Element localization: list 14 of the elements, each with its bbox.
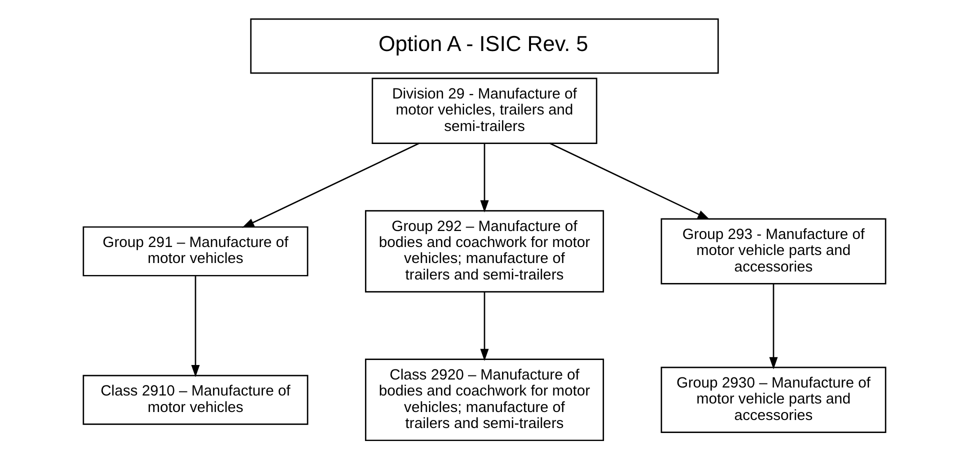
node-box: Group 292 – Manufacture of bodies and coachwork for motor vehicles; manufacture of trailers and semi-trailers (364, 210, 604, 292)
node-box: Group 291 – Manufacture of motor vehicles (82, 226, 308, 276)
arrow (548, 142, 710, 220)
arrow (480, 292, 488, 362)
arrow (241, 142, 420, 228)
arrow (768, 284, 778, 370)
node-box: Division 29 - Manufacture of motor vehicles, trailers and semi-trailers (371, 78, 597, 144)
node-box: Group 293 - Manufacture of motor vehicle parts and accessories (660, 218, 886, 284)
node-box: Class 2920 – Manufacture of bodies and coachwork for motor vehicles; manufacture of trailers and semi-trailers (364, 358, 604, 442)
diagram-title: Option A - ISIC Rev. 5 (378, 31, 588, 56)
node-box: Class 2910 – Manufacture of motor vehicles (82, 374, 308, 425)
arrow (480, 143, 488, 212)
node-box: Group 2930 – Manufacture of motor vehicle parts and accessories (660, 366, 886, 433)
arrow (190, 276, 200, 378)
